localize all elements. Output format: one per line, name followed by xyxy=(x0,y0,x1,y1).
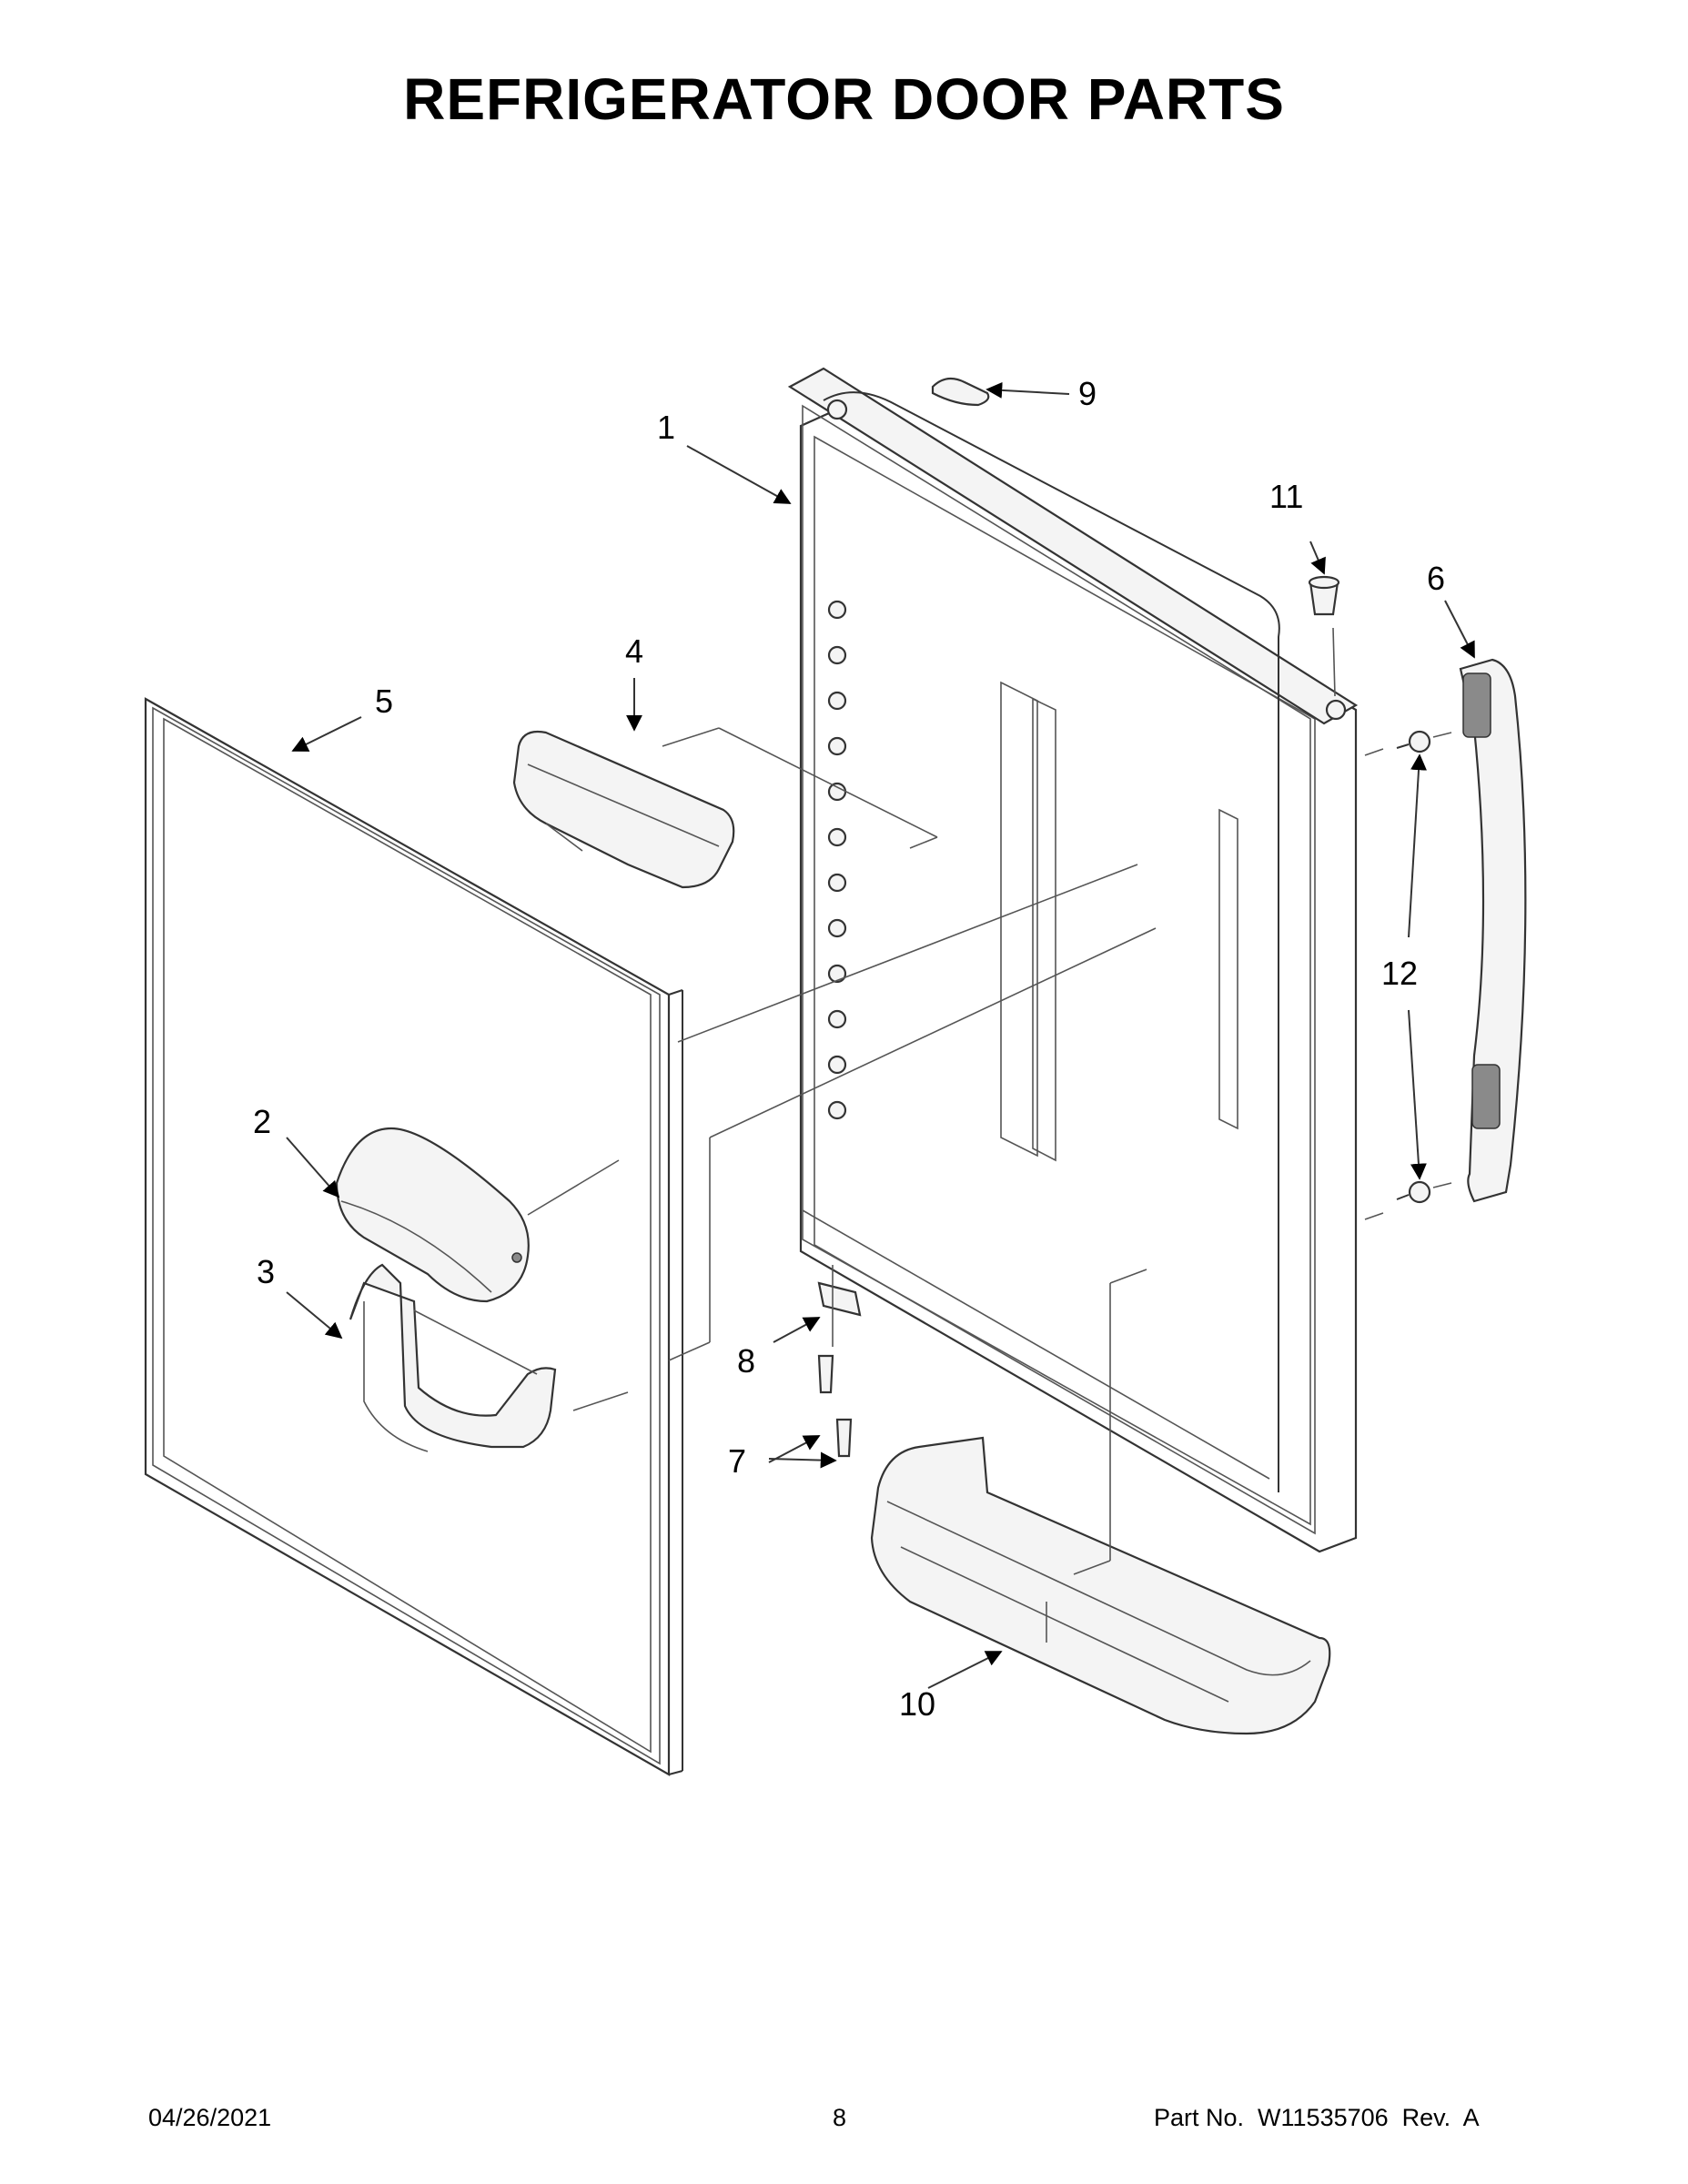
hinge-gasket xyxy=(931,377,990,407)
callout-11: 11 xyxy=(1269,478,1303,515)
callout-7: 7 xyxy=(728,1442,746,1480)
dispenser-cover xyxy=(335,1127,530,1303)
callout-8: 8 xyxy=(737,1342,755,1380)
door-handle xyxy=(1459,658,1527,1203)
footer-date: 04/26/2021 xyxy=(148,2104,272,2131)
footer-page-number: 8 xyxy=(833,2104,847,2131)
leader-arrows xyxy=(286,381,1475,1689)
door-bin-lower xyxy=(349,1263,557,1452)
callout-9: 9 xyxy=(1078,375,1097,412)
door-bin-upper xyxy=(512,730,735,889)
callout-2: 2 xyxy=(253,1103,271,1140)
callout-12: 12 xyxy=(1381,955,1418,992)
callout-10: 10 xyxy=(899,1685,935,1723)
callout-1: 1 xyxy=(657,409,675,446)
hinge-bracket xyxy=(817,1281,862,1317)
door-bin-bottom xyxy=(870,1436,1331,1735)
footer-part-number: Part No. W11535706 Rev. A xyxy=(1154,2104,1480,2131)
handle-mounting-studs xyxy=(1396,730,1431,1204)
door-liner xyxy=(787,367,1359,1553)
page-title: REFRIGERATOR DOOR PARTS xyxy=(403,66,1285,132)
screws xyxy=(817,1354,853,1458)
shelf-retainer-bumps xyxy=(827,600,847,1120)
callout-6: 6 xyxy=(1427,560,1445,597)
callout-4: 4 xyxy=(625,632,643,670)
explode-guide-lines xyxy=(527,627,1452,1575)
hinge-plug xyxy=(1308,575,1340,616)
callout-5: 5 xyxy=(375,682,393,720)
callout-3: 3 xyxy=(257,1253,275,1290)
callout-labels: 1 2 3 4 5 6 7 8 9 10 11 12 xyxy=(253,375,1445,1723)
